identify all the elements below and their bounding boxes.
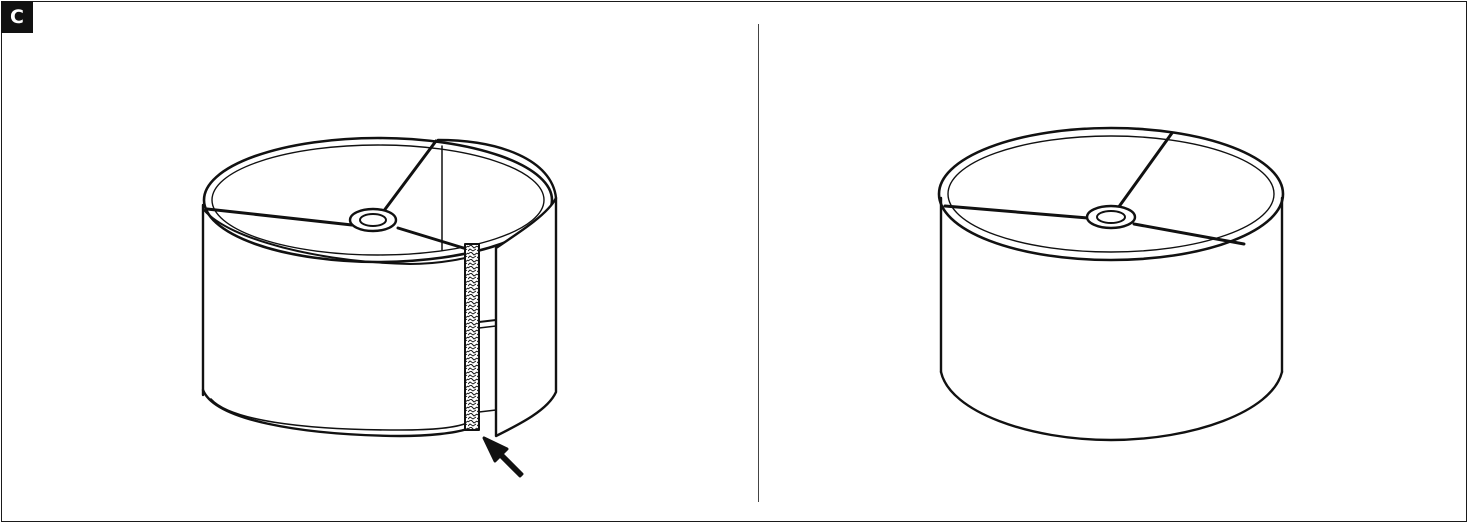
frame-spoke-front-right — [1132, 222, 1246, 246]
step-label: C — [1, 1, 33, 33]
frame-hub-inner — [359, 213, 387, 227]
frame-spoke-back — [381, 139, 438, 214]
open-fabric-flap — [494, 196, 558, 438]
frame-spoke-front — [396, 226, 472, 252]
right-panel-lampshade — [937, 126, 1285, 442]
frame-spoke-back-right — [1116, 131, 1174, 210]
left-panel-lampshade — [201, 136, 558, 438]
adhesive-tape-strip — [464, 243, 480, 431]
back-fabric-rim — [436, 138, 558, 200]
top-frame-ring-outer-right — [937, 126, 1285, 262]
top-frame-ring-inner — [211, 144, 545, 256]
inner-bottom-segment — [478, 409, 497, 413]
arrow-icon — [482, 436, 524, 478]
frame-spoke-left-right — [943, 204, 1090, 220]
frame-hub-outer-right — [1085, 204, 1137, 230]
frame-spoke-left — [205, 207, 354, 227]
panel-divider — [758, 24, 759, 502]
frame-hub-inner-right — [1096, 210, 1126, 224]
inner-ring-segment-2 — [478, 325, 497, 329]
bottom-frame-ring — [210, 398, 468, 431]
inner-ring-segment — [478, 319, 497, 323]
frame-hub-outer — [348, 207, 398, 233]
shade-top-front-edge — [203, 209, 477, 265]
top-frame-ring-inner-right — [947, 135, 1275, 253]
shade-bottom-edge-right — [939, 370, 1284, 442]
top-frame-ring-outer — [202, 136, 554, 264]
